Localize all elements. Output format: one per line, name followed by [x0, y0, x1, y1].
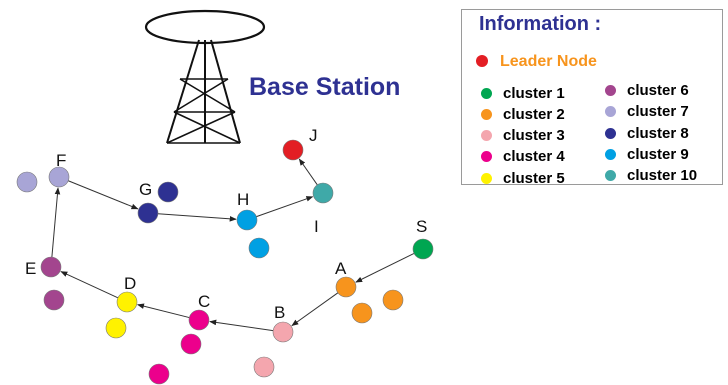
node-label: S [416, 217, 427, 236]
node-label: G [139, 180, 152, 199]
route-node [188, 309, 210, 331]
route-arrow [291, 292, 339, 327]
node-label: D [124, 274, 136, 293]
cluster-member-node [253, 356, 275, 378]
legend-cluster-row: cluster 8 [605, 125, 689, 142]
legend-cluster-row: cluster 3 [481, 127, 565, 144]
cluster-members [16, 171, 404, 385]
legend-cluster-label: cluster 6 [627, 82, 689, 99]
cluster-dot-icon [605, 127, 616, 139]
legend-cluster-row: cluster 9 [605, 146, 689, 163]
legend-cluster-row: cluster 10 [605, 167, 697, 184]
route-node [48, 166, 70, 188]
route-arrow [136, 303, 190, 319]
legend-cluster-label: cluster 7 [627, 103, 689, 120]
legend-cluster-row: cluster 5 [481, 170, 565, 187]
route-node [137, 202, 159, 224]
cluster-dot-icon [605, 84, 616, 96]
legend-cluster-row: cluster 2 [481, 106, 565, 123]
route-arrow [60, 271, 119, 299]
route-arrow [355, 252, 415, 283]
cluster-member-node [157, 181, 179, 203]
cluster-dot-icon [481, 108, 492, 120]
base-station-title: Base Station [249, 73, 400, 101]
route-arrow [298, 158, 318, 186]
node-labels: S A B C D E F G H I J [25, 126, 427, 322]
route-node [116, 291, 138, 313]
legend-cluster-label: cluster 4 [503, 148, 565, 165]
legend-leader-label: Leader Node [500, 53, 597, 70]
route-edges [51, 158, 415, 332]
cluster-dot-icon [605, 148, 616, 160]
route-arrow [256, 196, 314, 218]
route-node [272, 321, 294, 343]
base-station-tower-icon [144, 9, 266, 144]
cluster-dot-icon [481, 129, 492, 141]
cluster-member-node [16, 171, 38, 193]
leader-node-dot-icon [476, 54, 488, 67]
cluster-member-node [248, 237, 270, 259]
legend-cluster-row: cluster 7 [605, 103, 689, 120]
cluster-dot-icon [605, 169, 616, 181]
legend-cluster-label: cluster 9 [627, 146, 689, 163]
route-arrow [157, 213, 237, 222]
route-node [335, 276, 357, 298]
cluster-dot-icon [605, 105, 616, 117]
node-label: E [25, 259, 36, 278]
node-label: J [309, 126, 318, 145]
legend-cluster-label: cluster 1 [503, 85, 565, 102]
cluster-member-node [180, 333, 202, 355]
legend-leader-row: Leader Node [476, 53, 597, 71]
cluster-member-node [148, 363, 170, 385]
cluster-member-node [382, 289, 404, 311]
leader-node [282, 139, 304, 161]
cluster-dot-icon [481, 172, 492, 184]
legend-panel: Information : Leader Node cluster 1 clust… [461, 9, 723, 187]
route-node [412, 238, 434, 260]
legend-cluster-label: cluster 3 [503, 127, 565, 144]
legend-cluster-label: cluster 10 [627, 167, 698, 184]
route-arrow [68, 180, 139, 210]
legend-title: Information : [479, 13, 602, 35]
node-label: F [56, 151, 66, 170]
cluster-member-node [105, 317, 127, 339]
node-label: H [237, 190, 249, 209]
route-arrow [51, 187, 61, 258]
legend-cluster-label: cluster 2 [503, 106, 565, 123]
cluster-dot-icon [481, 150, 492, 162]
route-arrow [209, 319, 274, 332]
route-node [40, 256, 62, 278]
node-label: C [198, 292, 210, 311]
cluster-dot-icon [481, 87, 492, 99]
legend-cluster-row: cluster 6 [605, 82, 689, 99]
cluster-member-node [351, 302, 373, 324]
legend-cluster-label: cluster 8 [627, 125, 689, 142]
route-node [312, 182, 334, 204]
node-label: I [314, 217, 319, 236]
cluster-member-node [43, 289, 65, 311]
node-label: B [274, 303, 285, 322]
node-label: A [335, 259, 347, 278]
legend-cluster-row: cluster 1 [481, 85, 565, 102]
route-nodes [40, 139, 434, 343]
route-node [236, 209, 258, 231]
legend-cluster-row: cluster 4 [481, 148, 565, 165]
legend-cluster-label: cluster 5 [503, 170, 565, 187]
